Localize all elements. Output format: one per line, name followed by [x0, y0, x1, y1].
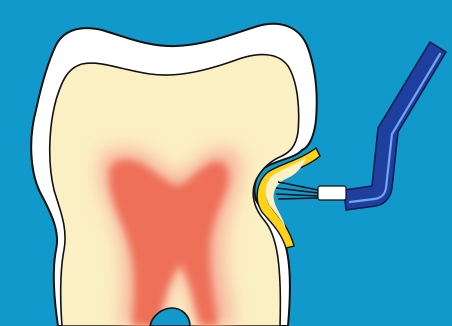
instrument-ferrule [318, 186, 346, 200]
